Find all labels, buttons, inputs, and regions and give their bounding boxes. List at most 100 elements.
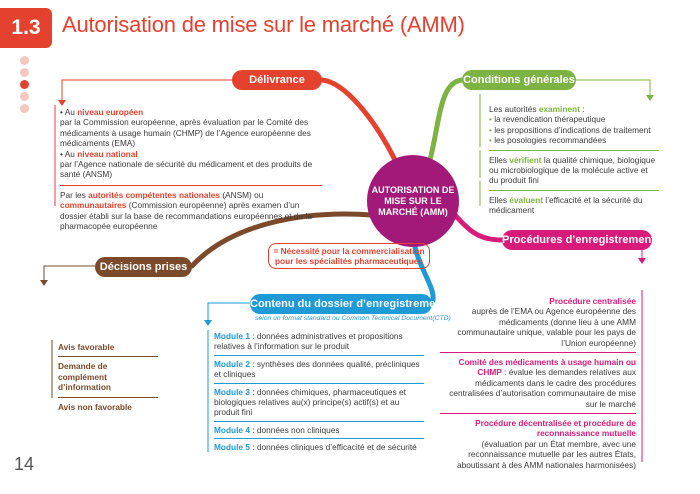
conditions-item: la revendication thérapeutique — [494, 114, 606, 125]
decisions-title: Décisions prises — [99, 261, 188, 273]
procedure-chmp: Comité des médicaments à usage humain ou… — [440, 352, 636, 409]
module-label: Module 2 — [214, 358, 250, 369]
conditions-s1-highlight: examinent — [538, 104, 580, 114]
delivrance-b2-text: par l’Agence nationale de sécurité du mé… — [60, 159, 313, 180]
dossier-title: Contenu du dossier d’enregistrement — [250, 298, 446, 310]
decision-item: Avis non favorable — [58, 396, 158, 412]
module-text: : données administratives et proposition… — [214, 331, 403, 352]
conditions-leader — [576, 79, 651, 95]
delivrance-b2-prefix: Au — [64, 148, 75, 159]
conditions-s3-pre: Elles — [489, 194, 507, 205]
conditions-title: Conditions générales — [463, 74, 575, 86]
dossier-module: Module 1 : données administratives et pr… — [214, 331, 424, 355]
page-number: 14 — [14, 454, 35, 474]
procedure-decentralisee: Procédure décentralisée et procédure de … — [440, 413, 636, 470]
conditions-s3-post: l’efficacité et la sécurité du médicamen… — [489, 194, 643, 216]
conditions-examine: Les autorités examinent : • la revendica… — [489, 104, 659, 146]
conditions-s3-highlight: évaluent — [509, 194, 543, 205]
delivrance-p-mid: (ANSM) ou — [222, 189, 264, 200]
dossier-leader — [207, 302, 250, 320]
procedure-centralisee: Procédure centralisée auprès de l’EMA ou… — [440, 296, 637, 348]
delivrance-b1-prefix: Au — [64, 107, 75, 117]
dossier-subtitle: selon un format standard ou Common Techn… — [255, 315, 451, 322]
conditions-arrowhead — [646, 95, 654, 101]
module-label: Module 3 — [214, 386, 250, 397]
procedures-pill: Procédures d’enregistrement — [502, 230, 655, 250]
delivrance-b1-text: par la Commission européenne, après éval… — [60, 117, 311, 149]
procedure-centralisee-title: Procédure centralisée — [549, 296, 636, 306]
nav-dot — [20, 104, 29, 113]
nav-dot-active — [20, 80, 29, 89]
decisions-box: Avis favorable Demande de complément d’i… — [58, 342, 158, 412]
delivrance-p-highlight-national: autorités compétentes nationales — [88, 189, 221, 200]
connector-delivrance — [319, 77, 398, 163]
delivrance-p-pre: Par les — [60, 189, 86, 200]
delivrance-p-highlight-community: communautaires — [60, 200, 127, 211]
decisions-leader — [43, 265, 95, 280]
procedures-arrowhead — [638, 258, 646, 264]
module-text: : synthèses des données qualité, préclin… — [214, 358, 420, 380]
delivrance-b2-highlight: niveau national — [77, 148, 138, 159]
procedure-centralisee-text: auprès de l’EMA ou Agence européenne des… — [457, 306, 637, 348]
commercialisation-note: = Nécessité pour la commercialisation po… — [268, 243, 430, 269]
conditions-s1-colon: : — [582, 104, 585, 114]
procedures-title: Procédures d’enregistrement — [502, 234, 655, 246]
connector-conditions — [427, 77, 465, 163]
conditions-evaluate: Elles évaluent l’efficacité et la sécuri… — [489, 189, 659, 216]
section-number-tab: 1.3 — [0, 8, 52, 48]
conditions-pill: Conditions générales — [462, 70, 576, 90]
conditions-s2-pre: Elles — [489, 154, 507, 165]
dossier-module: Module 5 : données cliniques d’efficacit… — [214, 438, 424, 452]
dossier-arrowhead — [204, 320, 212, 326]
conditions-s1-pre: Les autorités — [489, 104, 537, 114]
dossier-module: Module 4 : données non cliniques — [214, 420, 424, 438]
module-label: Module 1 — [214, 331, 250, 341]
delivrance-leader — [61, 79, 232, 100]
connector-decisions — [189, 211, 375, 269]
delivrance-b1-highlight: niveau européen — [77, 107, 144, 117]
delivrance-p-post: (Commission européenne) après examen d’u… — [60, 200, 312, 232]
conditions-verify: Elles vérifient la qualité chimique, bio… — [489, 149, 659, 186]
decisions-pill: Décisions prises — [95, 257, 192, 277]
procedure-decentralisee-title: Procédure décentralisée et procédure de … — [475, 418, 636, 439]
dossier-module: Module 3 : données chimiques, pharmaceut… — [214, 382, 424, 421]
bullet-icon: • — [489, 124, 492, 135]
nav-dot — [20, 92, 29, 101]
conditions-item: les propositions d’indications de traite… — [494, 124, 651, 135]
decision-item: Avis favorable — [58, 342, 115, 352]
bullet-icon: • — [489, 135, 492, 146]
procedure-chmp-text: : évalue les demandes relatives aux médi… — [449, 367, 636, 409]
delivrance-authorities: Par les autorités compétentes nationales… — [60, 184, 322, 232]
module-text: : données non cliniques — [252, 424, 340, 435]
procedure-chmp-title: Comité des médicaments à usage humain ou… — [458, 357, 636, 378]
delivrance-title: Délivrance — [249, 74, 305, 86]
procedure-decentralisee-text: (évaluation par un État membre, avec une… — [457, 438, 636, 470]
decisions-arrowhead — [40, 280, 48, 286]
bullet-icon: • — [489, 114, 492, 125]
commercialisation-note-text: = Nécessité pour la commercialisation po… — [273, 246, 425, 266]
module-text: : données chimiques, pharmaceutiques et … — [214, 386, 406, 418]
procedures-box: Procédure centralisée auprès de l’EMA ou… — [440, 296, 636, 470]
module-text: : données cliniques d’efficacité et de s… — [252, 442, 417, 453]
dossier-pill: Contenu du dossier d’enregistrement — [250, 294, 446, 314]
conditions-box: Les autorités examinent : • la revendica… — [489, 104, 659, 216]
center-node: AUTORISATION DE MISE SUR LE MARCHÉ (AMM) — [367, 155, 459, 247]
conditions-s2-highlight: vérifient — [509, 154, 542, 165]
nav-dot — [20, 56, 29, 65]
dossier-box: Module 1 : données administratives et pr… — [214, 331, 424, 453]
module-label: Module 5 — [214, 442, 250, 453]
connector-procedures — [452, 212, 505, 243]
center-node-text: AUTORISATION DE MISE SUR LE MARCHÉ (AMM) — [371, 184, 455, 217]
delivrance-arrowhead — [58, 100, 66, 106]
dossier-module: Module 2 : synthèses des données qualité… — [214, 354, 424, 383]
delivrance-pill: Délivrance — [232, 70, 322, 90]
conditions-s2-post: la qualité chimique, biologique ou micro… — [489, 154, 656, 186]
nav-dot — [20, 68, 29, 77]
decision-item: Demande de complément d’information — [58, 356, 158, 396]
module-label: Module 4 — [214, 424, 250, 435]
conditions-item: les posologies recommandées — [494, 135, 607, 146]
